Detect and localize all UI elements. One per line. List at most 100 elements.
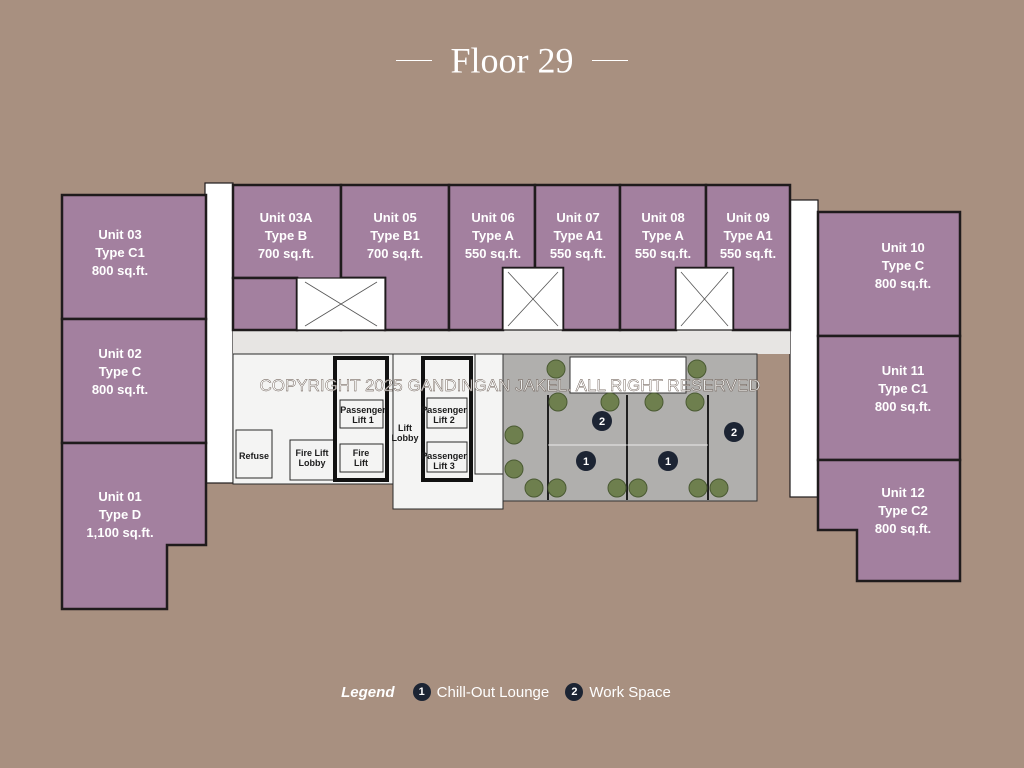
unit-03-block: [60, 193, 208, 321]
unit-08-name: Unit 08: [641, 210, 684, 225]
fire-lift-lobby-room: [289, 439, 336, 481]
refuse-room: [235, 429, 273, 479]
unit-01-name: Unit 01: [98, 489, 141, 504]
passenger-lift-1-car: [339, 399, 384, 429]
unit-03-area: 800 sq.ft.: [92, 263, 148, 278]
legend-title: Legend: [341, 683, 395, 701]
marker-lounge-2: 1: [658, 451, 678, 471]
main-corridor: [233, 330, 790, 354]
unit-05-type: Type B1: [370, 228, 420, 243]
unit-02-area: 800 sq.ft.: [92, 382, 148, 397]
unit-label-09: Unit 09 Type A1 550 sq.ft.: [720, 210, 776, 261]
refuse-label: Refuse: [239, 451, 269, 461]
marker-lounge-1-text: 1: [583, 456, 589, 468]
passenger-lift-1-line1: Passenger: [340, 405, 386, 415]
unit-03a-name: Unit 03A: [260, 210, 313, 225]
unit-label-08: Unit 08 Type A 550 sq.ft.: [635, 210, 691, 261]
unit-label-03: Unit 03 Type C1 800 sq.ft.: [92, 227, 148, 278]
unit-07-type: Type A1: [553, 228, 602, 243]
tree-7: [504, 459, 524, 479]
unit-12-area: 800 sq.ft.: [875, 521, 931, 536]
unit-10-type: Type C: [882, 258, 925, 273]
floor-title-text: Floor 29: [450, 40, 574, 81]
marker-work-2: 2: [724, 422, 744, 442]
unit-label-11: Unit 11 Type C1 800 sq.ft.: [875, 363, 931, 414]
legend-item-work-space: Work Space: [589, 683, 671, 701]
unit-01-area: 1,100 sq.ft.: [86, 525, 153, 540]
fire-lift-line1: Fire: [353, 448, 370, 458]
unit-label-10: Unit 10 Type C 800 sq.ft.: [875, 240, 931, 291]
unit-01-block: [60, 441, 208, 611]
unit-09-type: Type A1: [723, 228, 772, 243]
passenger-lift-3-line1: Passenger: [421, 451, 467, 461]
tree-5: [600, 392, 620, 412]
unit-11-name: Unit 11: [882, 363, 925, 378]
tree-2: [687, 359, 707, 379]
tree-6: [504, 425, 524, 445]
shaft: [474, 353, 504, 475]
unit-10-area: 800 sq.ft.: [875, 276, 931, 291]
fire-lift-lobby-line2: Lobby: [299, 458, 326, 468]
marker-work-1: 2: [592, 411, 612, 431]
marker-lounge-2-text: 1: [665, 456, 671, 468]
unit-03a-area: 700 sq.ft.: [258, 246, 314, 261]
unit-03-name: Unit 03: [98, 227, 141, 242]
unit-12-block: [816, 458, 962, 583]
unit-11-area: 800 sq.ft.: [875, 399, 931, 414]
unit-09-area: 550 sq.ft.: [720, 246, 776, 261]
unit-11-type: Type C1: [878, 381, 928, 396]
amenity-skylight: [569, 356, 687, 394]
unit-03-type: Type C1: [95, 245, 145, 260]
unit-10-block: [816, 210, 962, 338]
unit-label-12: Unit 12 Type C2 800 sq.ft.: [875, 485, 931, 536]
unit-07-name: Unit 07: [556, 210, 599, 225]
lift-lobby-line2: Lobby: [392, 433, 419, 443]
east-core-wall: [789, 199, 819, 498]
tree-12: [688, 478, 708, 498]
tree-4: [644, 392, 664, 412]
unit-08-area: 550 sq.ft.: [635, 246, 691, 261]
lift-lobby-line1: Lift: [398, 423, 412, 433]
title-rule-right: [591, 60, 628, 62]
passenger-lift-2-line1: Passenger: [421, 405, 467, 415]
unit-10-name: Unit 10: [881, 240, 924, 255]
marker-work-1-text: 2: [599, 416, 605, 428]
unit-05-name: Unit 05: [373, 210, 416, 225]
unit-12-name: Unit 12: [881, 485, 924, 500]
fire-lift-car: [339, 443, 384, 473]
unit-12-type: Type C2: [878, 503, 928, 518]
unit-11-block: [816, 334, 962, 462]
west-core-wall: [204, 182, 234, 484]
unit-label-01: Unit 01 Type D 1,100 sq.ft.: [86, 489, 153, 540]
tree-3: [685, 392, 705, 412]
fire-lift-lobby-line1: Fire Lift: [296, 448, 329, 458]
tree-8: [524, 478, 544, 498]
passenger-lift-2-line2: Lift 2: [433, 415, 455, 425]
tree-1: [548, 392, 568, 412]
fire-lift-line2: Lift: [354, 458, 368, 468]
tree-13: [709, 478, 729, 498]
passenger-lift-2-car: [426, 397, 468, 429]
unit-label-06: Unit 06 Type A 550 sq.ft.: [465, 210, 521, 261]
unit-02-type: Type C: [99, 364, 142, 379]
unit-01-type: Type D: [99, 507, 141, 522]
unit-06-name: Unit 06: [471, 210, 514, 225]
tree-0: [546, 359, 566, 379]
tree-10: [607, 478, 627, 498]
unit-09-name: Unit 09: [726, 210, 769, 225]
legend-item-chill-out-lounge: Chill-Out Lounge: [436, 683, 550, 701]
tree-9: [547, 478, 567, 498]
unit-06-type: Type A: [472, 228, 515, 243]
passenger-lift-3-line2: Lift 3: [433, 461, 455, 471]
passenger-lift-1-line2: Lift 1: [352, 415, 374, 425]
unit-07-area: 550 sq.ft.: [550, 246, 606, 261]
unit-02-name: Unit 02: [98, 346, 141, 361]
unit-06-area: 550 sq.ft.: [465, 246, 521, 261]
tree-11: [628, 478, 648, 498]
unit-08-type: Type A: [642, 228, 685, 243]
unit-02-block: [60, 317, 208, 445]
